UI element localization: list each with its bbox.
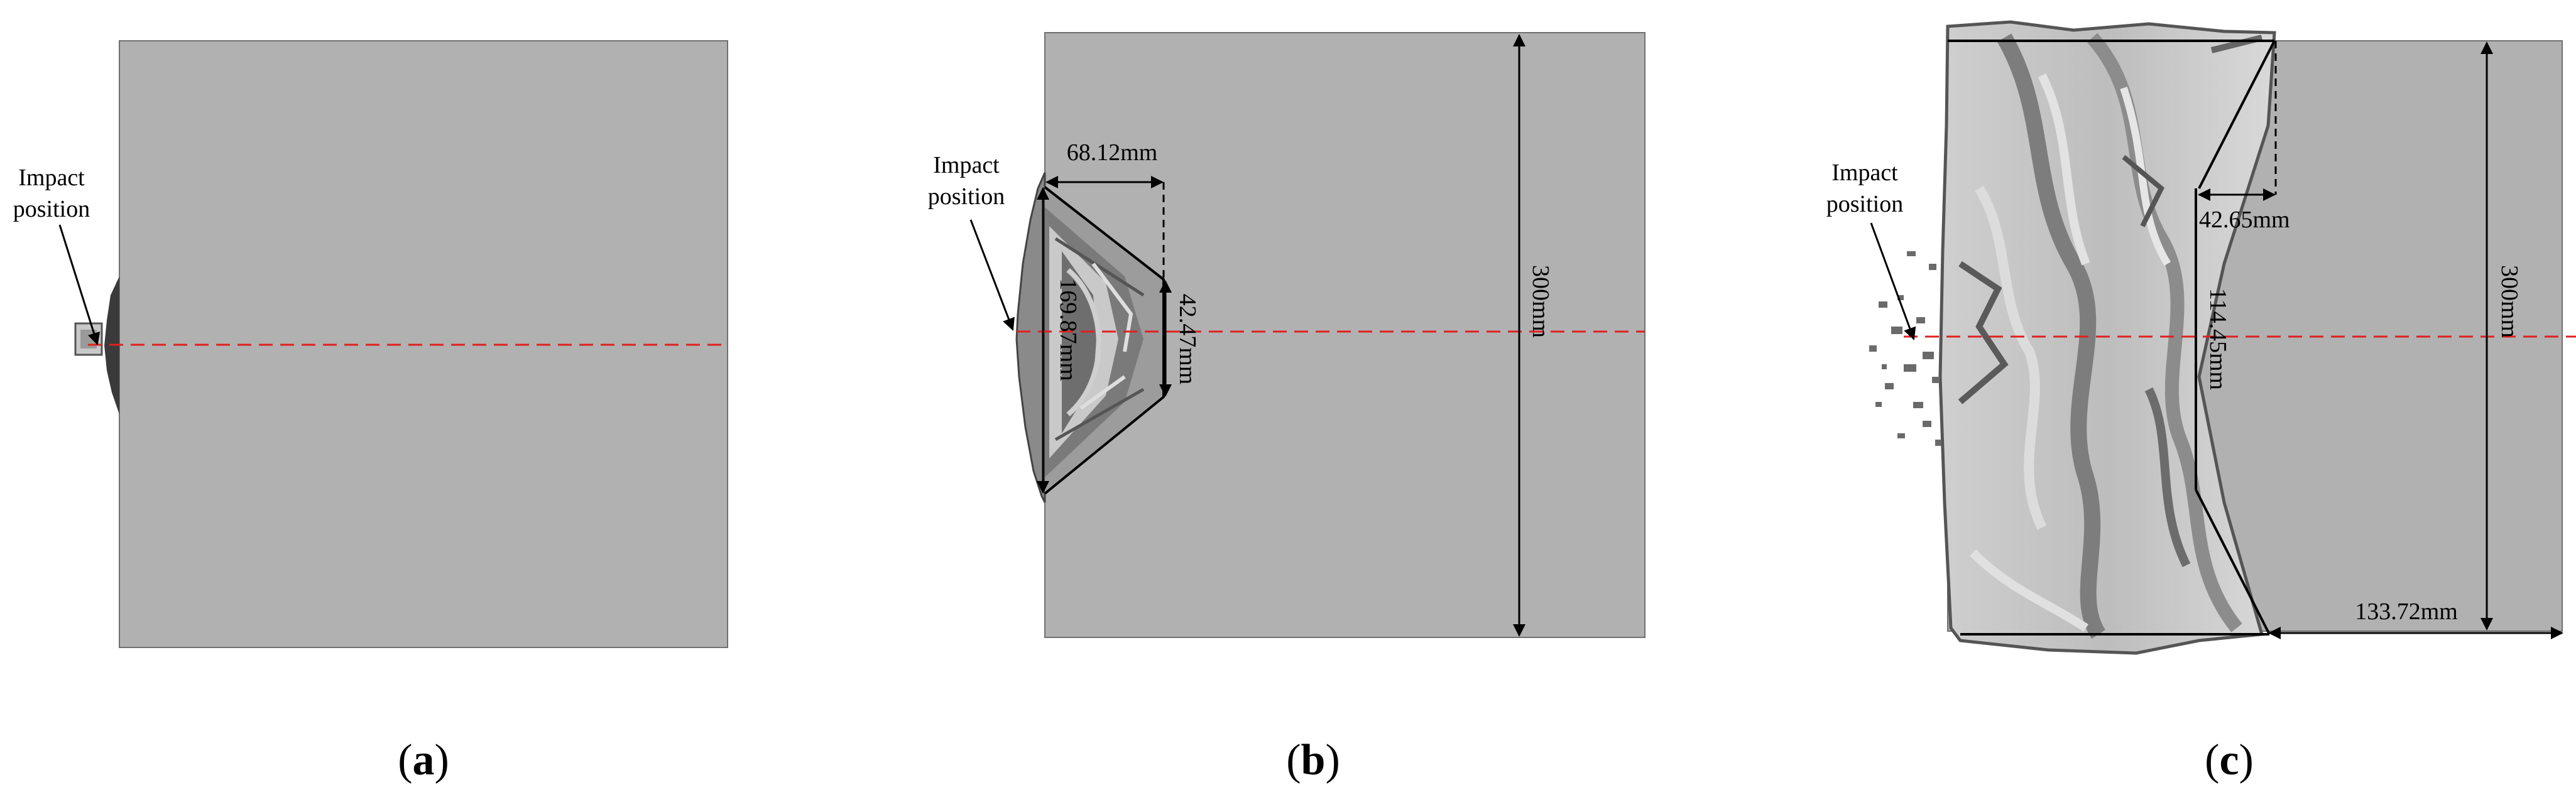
impact-label: Impact position <box>928 152 1005 210</box>
dim-label-114: 114.45mm <box>2205 288 2231 390</box>
caption-b: (b) <box>1286 736 1340 784</box>
impact-label-line1: Impact <box>1831 160 1898 186</box>
panel-a: Impact position (a) <box>13 40 729 784</box>
dim-label-300: 300mm <box>1527 265 1554 338</box>
panel-c: 42.65mm 114.45mm 300mm 133.72mm Impact p… <box>1826 20 2576 784</box>
impact-arrow-icon <box>1870 222 1916 340</box>
impact-label-line2: position <box>928 183 1005 210</box>
impact-label-line1: Impact <box>933 152 1000 178</box>
caption-letter: a <box>413 736 435 784</box>
dim-label-68: 68.12mm <box>1067 139 1158 166</box>
impact-label-line2: position <box>13 196 90 222</box>
plate <box>119 40 728 648</box>
damage-zone <box>1015 172 1162 503</box>
dim-label-169: 169.87mm <box>1055 278 1081 381</box>
dim-label-42: 42.65mm <box>2199 207 2290 233</box>
caption-c: (c) <box>2205 736 2254 784</box>
dim-label-42: 42.47mm <box>1174 294 1201 385</box>
crater-outline <box>2195 489 2271 635</box>
impact-label: Impact position <box>1826 160 1903 217</box>
impact-label-line2: position <box>1826 191 1903 217</box>
crater-outline <box>2198 40 2276 189</box>
panel-b: 68.12mm 42.47mm 169.87mm 300mm Impact po… <box>928 32 1645 784</box>
caption-a: (a) <box>398 736 449 784</box>
impact-arrow-icon <box>969 219 1015 331</box>
dim-label-133: 133.72mm <box>2355 598 2458 625</box>
caption-letter: b <box>1301 736 1326 784</box>
impact-label: Impact position <box>13 165 90 222</box>
impact-arrow-icon <box>58 224 101 345</box>
caption-letter: c <box>2219 736 2239 784</box>
impact-label-line1: Impact <box>18 165 85 191</box>
dim-label-300: 300mm <box>2496 265 2523 338</box>
